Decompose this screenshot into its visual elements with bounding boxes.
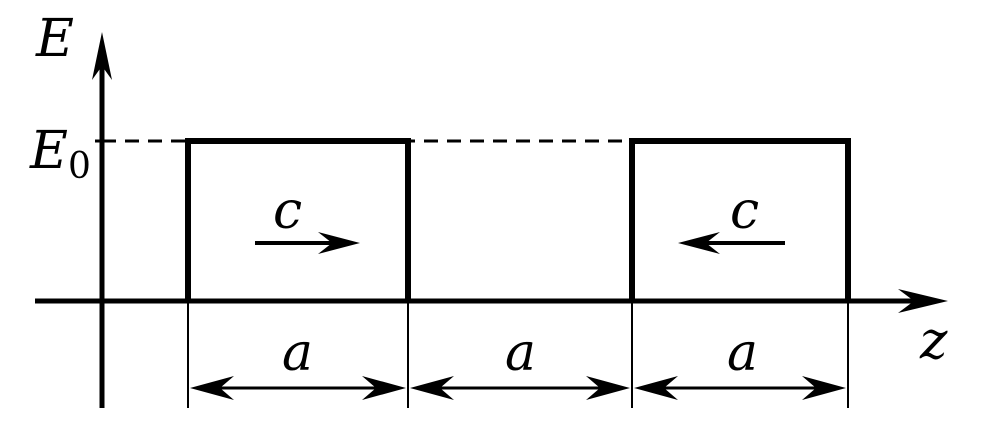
e0-subscript: 0: [68, 146, 91, 187]
y-axis-arrowhead: [92, 32, 112, 80]
x-axis-arrowhead: [898, 289, 948, 313]
right-pulse: [629, 138, 851, 301]
x-axis-label: z: [919, 311, 948, 371]
y-axis-label: E: [35, 9, 74, 69]
dimension-label-1: a: [282, 323, 313, 383]
dimension-2: [410, 376, 630, 400]
left-velocity-arrowhead: [318, 232, 360, 254]
dimension-label-2: a: [505, 323, 536, 383]
e0-label: E0: [29, 121, 91, 187]
dimension-1: [190, 376, 406, 400]
dimension-3: [634, 376, 846, 400]
left-velocity-label: c: [273, 181, 302, 241]
e0-symbol: E: [29, 121, 68, 181]
right-velocity-arrowhead: [678, 232, 720, 254]
right-velocity-label: c: [730, 181, 759, 241]
left-pulse: [185, 138, 411, 301]
dimension-label-3: a: [727, 323, 758, 383]
